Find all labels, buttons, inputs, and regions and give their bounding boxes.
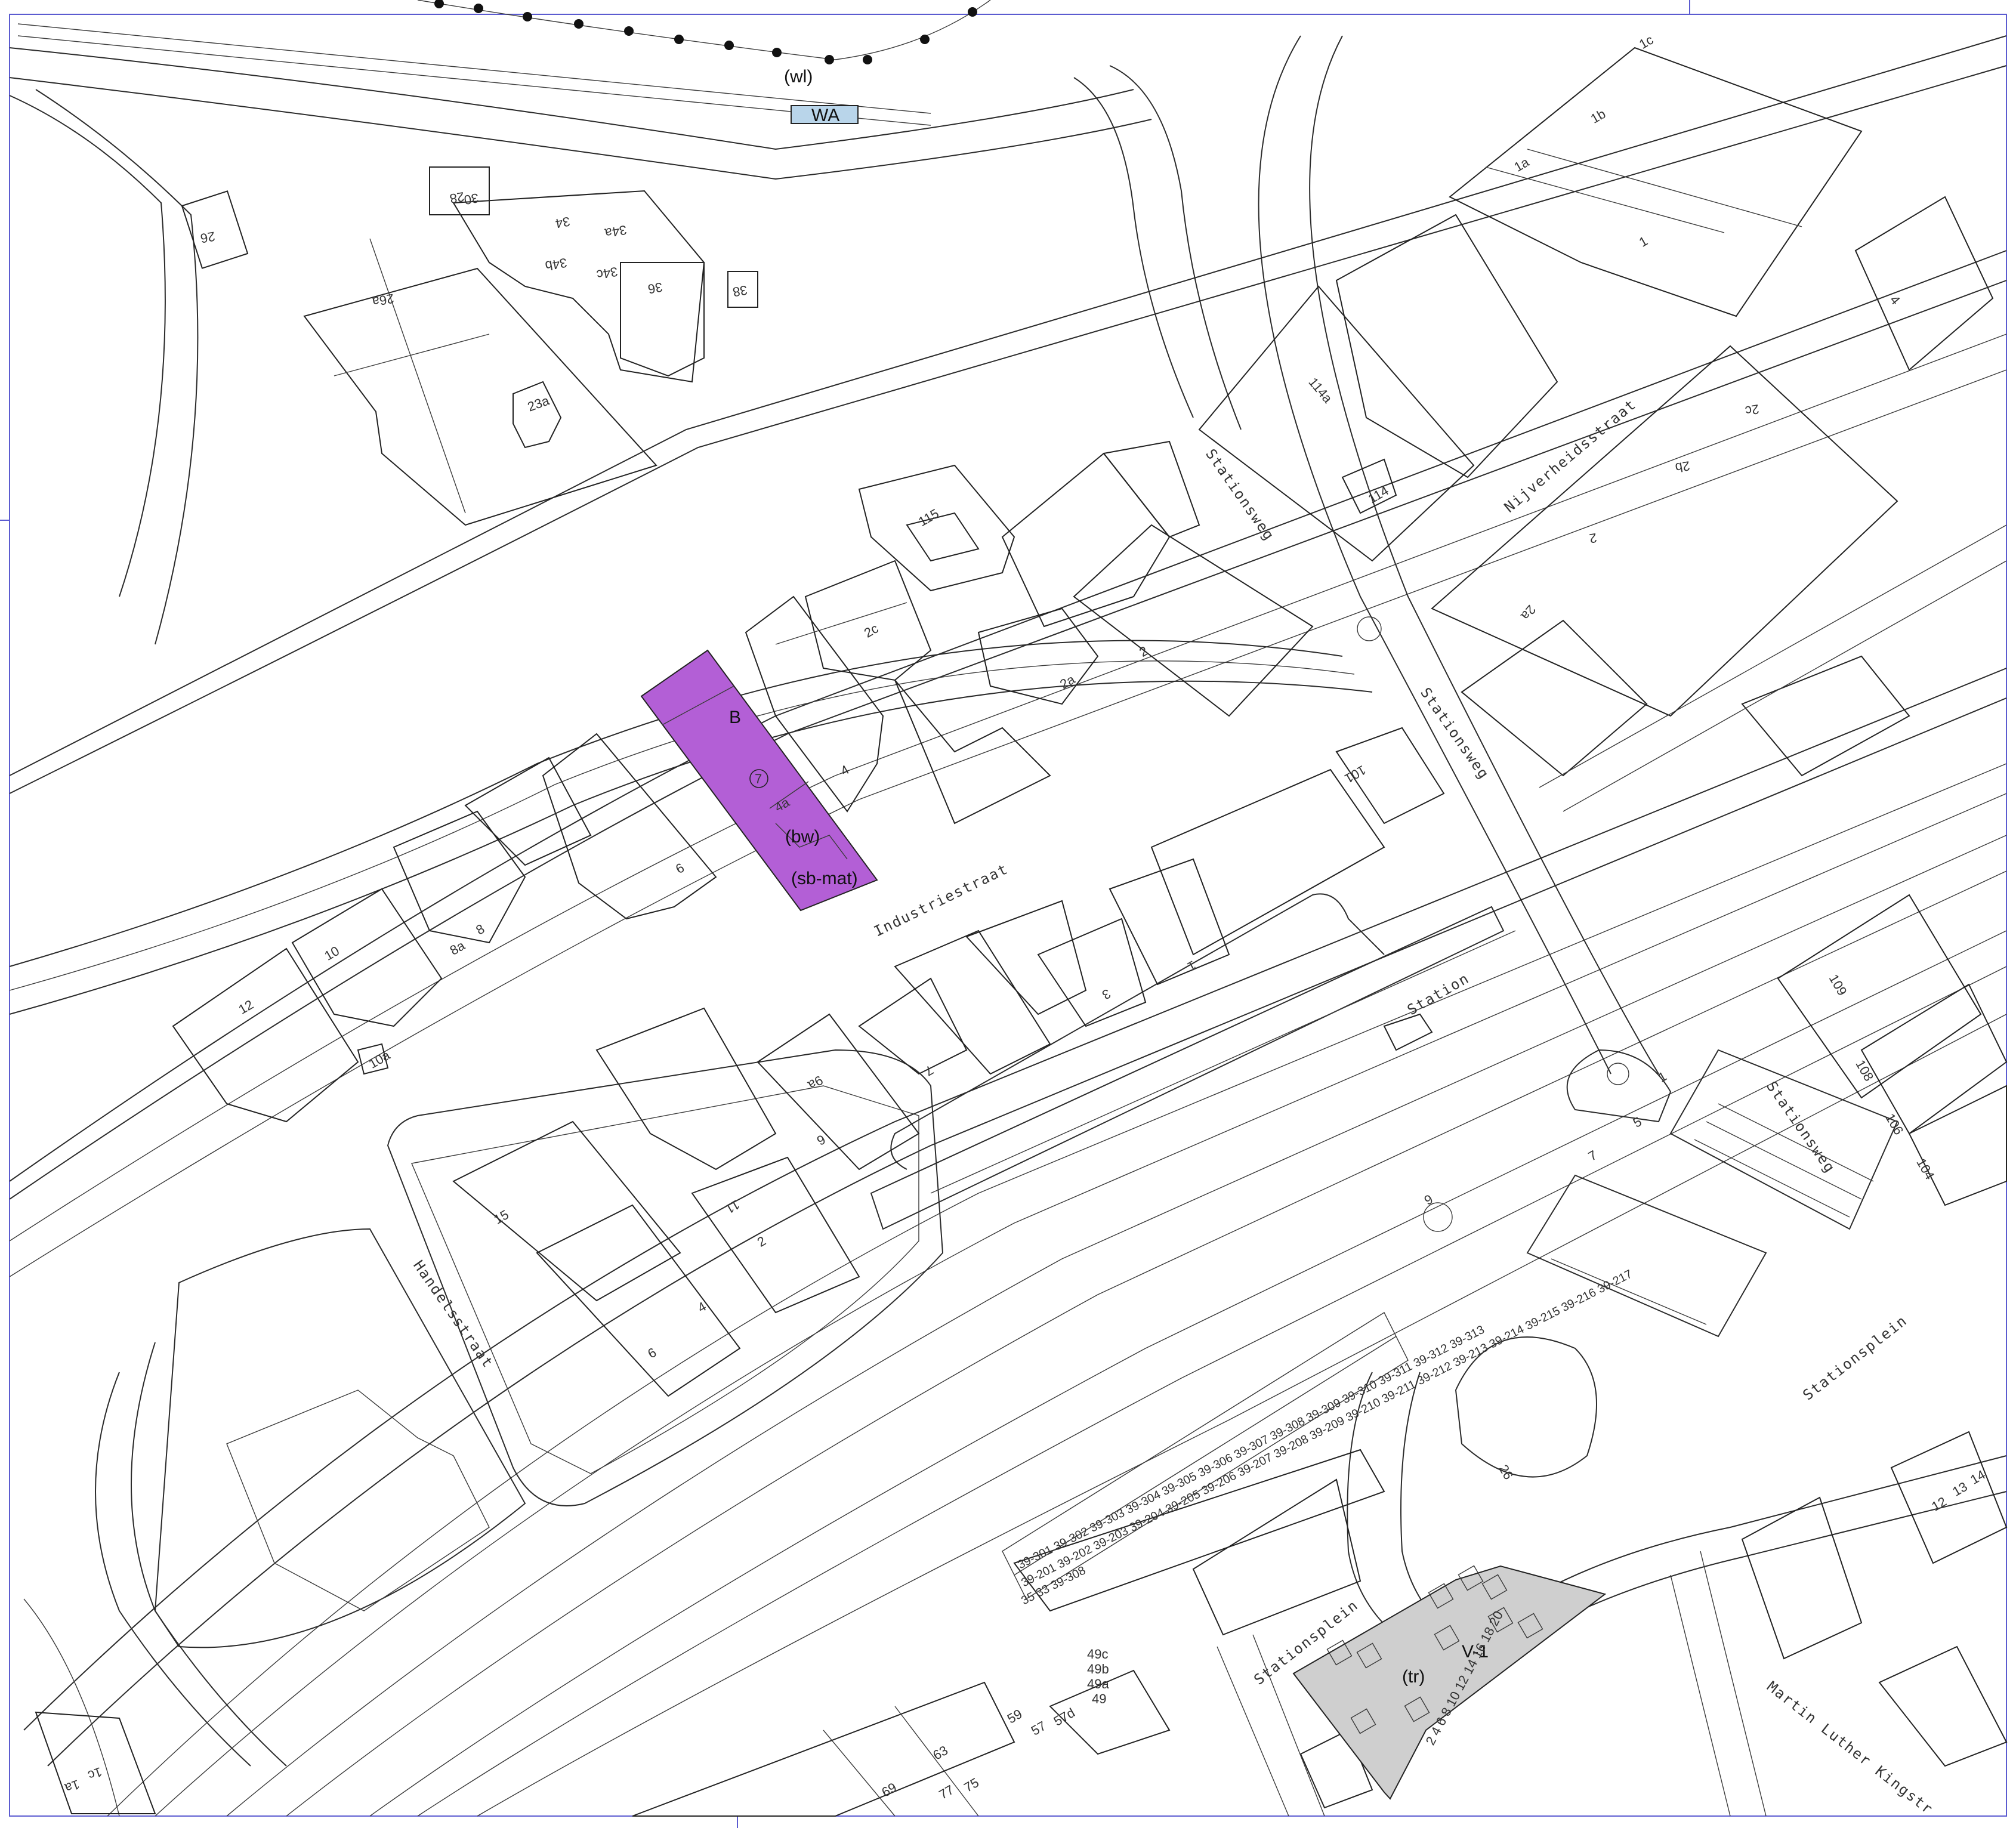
street-nijverheidsstraat: Nijverheidsstraat — [1501, 396, 1640, 515]
buildings-north — [181, 166, 758, 526]
svg-text:26: 26 — [199, 229, 216, 246]
label-wa: WA — [811, 106, 839, 125]
svg-text:7: 7 — [1586, 1147, 1600, 1164]
north-road — [9, 23, 1659, 1074]
label-b: B — [729, 708, 741, 727]
buildings-south — [35, 1449, 1385, 1817]
svg-text:2a: 2a — [1057, 671, 1078, 691]
svg-text:12: 12 — [1929, 1494, 1949, 1514]
svg-text:109: 109 — [1826, 972, 1850, 998]
street-stationsweg-middle: Stationsweg — [1417, 684, 1493, 782]
svg-text:23a: 23a — [526, 393, 552, 414]
svg-text:34c: 34c — [595, 264, 619, 283]
svg-text:1c: 1c — [86, 1764, 104, 1783]
svg-text:1b: 1b — [1588, 106, 1609, 126]
svg-text:9a: 9a — [805, 1073, 825, 1093]
svg-text:1a: 1a — [63, 1777, 82, 1796]
svg-text:10: 10 — [322, 943, 342, 964]
svg-text:34: 34 — [554, 214, 571, 231]
svg-text:34a: 34a — [603, 223, 628, 241]
svg-text:4: 4 — [695, 1299, 709, 1316]
svg-text:12: 12 — [236, 997, 256, 1017]
street-station: Station — [1404, 969, 1472, 1018]
svg-text:57: 57 — [1029, 1718, 1049, 1739]
street-stationsplein-east: Stationsplein — [1799, 1312, 1910, 1404]
industriestraat-road — [9, 640, 1373, 1015]
label-v1: V-1 — [1462, 1642, 1489, 1662]
svg-text:36: 36 — [647, 279, 663, 297]
rail-corridor — [9, 35, 2007, 1817]
svg-text:15: 15 — [491, 1207, 511, 1227]
svg-text:3: 3 — [1100, 986, 1113, 1003]
svg-text:39-201 39-202 39-203 39-204 39: 39-201 39-202 39-203 39-204 39-205 39-20… — [1019, 1268, 1634, 1590]
svg-text:2: 2 — [1137, 643, 1150, 660]
svg-text:26: 26 — [1496, 1462, 1516, 1483]
svg-text:49: 49 — [1092, 1691, 1106, 1706]
svg-text:114: 114 — [1366, 483, 1391, 506]
svg-text:75: 75 — [961, 1775, 981, 1795]
circled-seven-label: 7 — [755, 771, 762, 786]
station-area — [870, 616, 2007, 1683]
zoning-v1-parcel[interactable] — [1292, 1565, 1607, 1800]
label-tr: (tr) — [1402, 1667, 1425, 1687]
svg-text:11: 11 — [723, 1197, 742, 1216]
svg-text:6: 6 — [645, 1345, 659, 1361]
svg-text:49b: 49b — [1087, 1662, 1109, 1676]
v1-small-squares — [1326, 1565, 1543, 1734]
svg-text:10a: 10a — [366, 1047, 393, 1071]
svg-text:1: 1 — [1637, 233, 1650, 250]
street-handelsstraat: Handelsstraat — [410, 1257, 497, 1371]
svg-text:28: 28 — [449, 189, 465, 206]
svg-text:106: 106 — [1882, 1111, 1906, 1137]
svg-text:114a: 114a — [1305, 375, 1335, 406]
buildings-central — [172, 440, 1445, 1397]
svg-text:49c: 49c — [1087, 1647, 1108, 1662]
buildings-southeast — [1670, 894, 2008, 1817]
zoning-b-parcel[interactable] — [640, 649, 878, 912]
street-stationsweg-east: Stationsweg — [1763, 1078, 1839, 1176]
label-sb-mat: (sb-mat) — [791, 869, 858, 888]
street-martin-luther-king: Martin Luther Kingstr — [1764, 1678, 1936, 1818]
svg-text:57d: 57d — [1051, 1705, 1078, 1729]
svg-text:49a: 49a — [1087, 1676, 1109, 1691]
map-frame — [9, 14, 2007, 1817]
svg-text:2: 2 — [755, 1233, 768, 1250]
svg-text:77: 77 — [936, 1782, 956, 1802]
svg-text:8: 8 — [473, 921, 487, 938]
svg-text:8a: 8a — [447, 938, 468, 958]
buildings-northeast — [1198, 47, 2007, 812]
svg-text:2c: 2c — [862, 620, 881, 640]
svg-text:1a: 1a — [1511, 155, 1532, 175]
west-road — [9, 89, 287, 1817]
svg-text:2b: 2b — [1674, 458, 1691, 475]
svg-text:2c: 2c — [1744, 402, 1760, 419]
svg-text:104: 104 — [1913, 1156, 1937, 1182]
svg-text:5: 5 — [1631, 1114, 1644, 1131]
svg-text:2: 2 — [1588, 530, 1598, 546]
central-block — [154, 1049, 944, 1648]
svg-text:38: 38 — [731, 282, 748, 299]
svg-text:2a: 2a — [1518, 602, 1539, 623]
svg-text:1: 1 — [1656, 1069, 1669, 1085]
svg-text:14: 14 — [1968, 1467, 1988, 1487]
zoning-wa-water[interactable] — [791, 105, 859, 124]
railway-dots — [417, 0, 991, 64]
svg-text:26a: 26a — [371, 291, 395, 310]
svg-text:30: 30 — [463, 190, 480, 208]
svg-text:34b: 34b — [544, 255, 569, 274]
svg-text:108: 108 — [1853, 1057, 1876, 1083]
bike-parking — [1002, 1311, 1409, 1600]
label-wl: (wl) — [784, 67, 813, 87]
svg-text:6: 6 — [673, 860, 687, 877]
svg-text:13: 13 — [1950, 1479, 1970, 1499]
svg-text:9: 9 — [1422, 1191, 1435, 1208]
svg-text:59: 59 — [1005, 1706, 1025, 1727]
svg-text:39-301 39-302 39-303 39-304 39: 39-301 39-302 39-303 39-304 39-305 39-30… — [1015, 1323, 1486, 1572]
svg-text:115: 115 — [916, 506, 941, 529]
svg-text:63: 63 — [930, 1743, 950, 1763]
label-bw: (bw) — [785, 827, 820, 847]
